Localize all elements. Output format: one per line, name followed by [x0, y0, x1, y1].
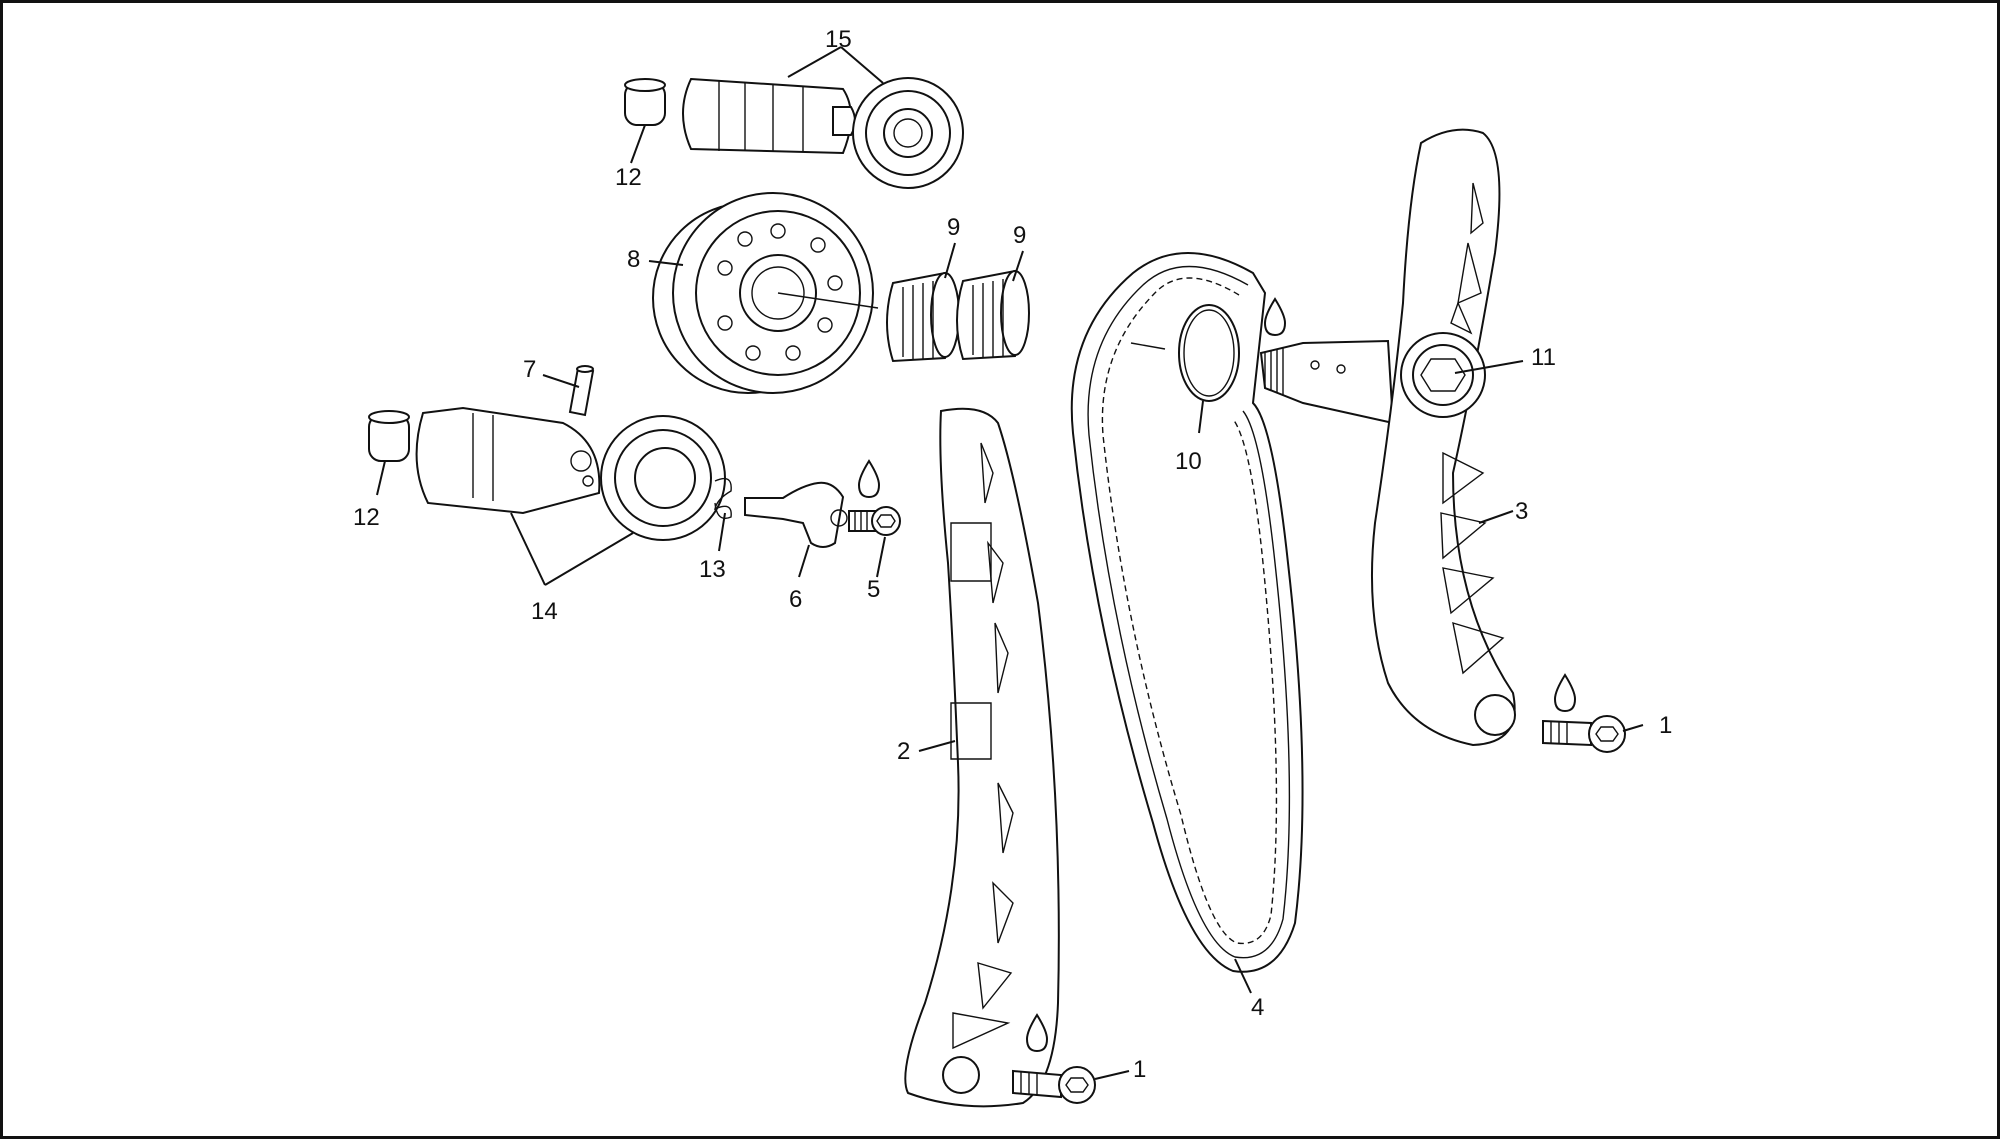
leader-lines: [376, 46, 1644, 1080]
oil-drop-icon: [1263, 297, 1287, 337]
guide-pivot-bolt: [1259, 339, 1395, 425]
exhaust-sprocket: [852, 77, 964, 189]
chain-tensioner: [744, 481, 848, 548]
callout-6: 6: [789, 586, 802, 613]
cam-cap-top: [624, 78, 666, 126]
guide-bolt-right: [1542, 715, 1626, 753]
chain-guide-rail: [1370, 128, 1516, 747]
callout-2: 2: [897, 738, 910, 765]
o-ring: [1130, 304, 1240, 402]
intake-sprocket: [600, 415, 726, 541]
callout-13: 13: [699, 556, 726, 583]
intermediate-gear: [652, 192, 879, 394]
diagram-svg: 15 12 8 9 9 7 10 11 12 14 13 6 5 3 1 2 4…: [353, 26, 1672, 1108]
callout-8: 8: [627, 246, 640, 273]
callout-5: 5: [867, 576, 880, 603]
tensioner-rail: [904, 407, 1060, 1108]
pin: [568, 365, 595, 417]
timing-chain: [1070, 252, 1304, 973]
callout-3: 3: [1515, 498, 1528, 525]
callout-1: 1: [1133, 1056, 1146, 1083]
callout-14: 14: [531, 598, 558, 625]
callout-7: 7: [523, 356, 536, 383]
needle-bearing-1: [886, 271, 960, 363]
callout-10: 10: [1175, 448, 1202, 475]
callout-12: 12: [353, 504, 380, 531]
callout-9: 9: [1013, 222, 1026, 249]
oil-drop-icon: [1553, 673, 1577, 713]
oil-drop-icon: [857, 459, 881, 499]
exhaust-camshaft: [682, 77, 856, 155]
callout-9: 9: [947, 214, 960, 241]
callout-4: 4: [1251, 994, 1264, 1021]
callout-15: 15: [825, 26, 852, 53]
needle-bearing-2: [956, 269, 1030, 361]
callout-1: 1: [1659, 712, 1672, 739]
callout-12: 12: [615, 164, 642, 191]
tensioner-bolt: [848, 506, 901, 536]
cam-cap-lower: [368, 410, 410, 462]
callout-11: 11: [1531, 344, 1556, 371]
oil-drop-icon: [1025, 1013, 1049, 1053]
intake-camshaft: [415, 406, 601, 515]
guide-bolt-lower: [1012, 1066, 1096, 1104]
